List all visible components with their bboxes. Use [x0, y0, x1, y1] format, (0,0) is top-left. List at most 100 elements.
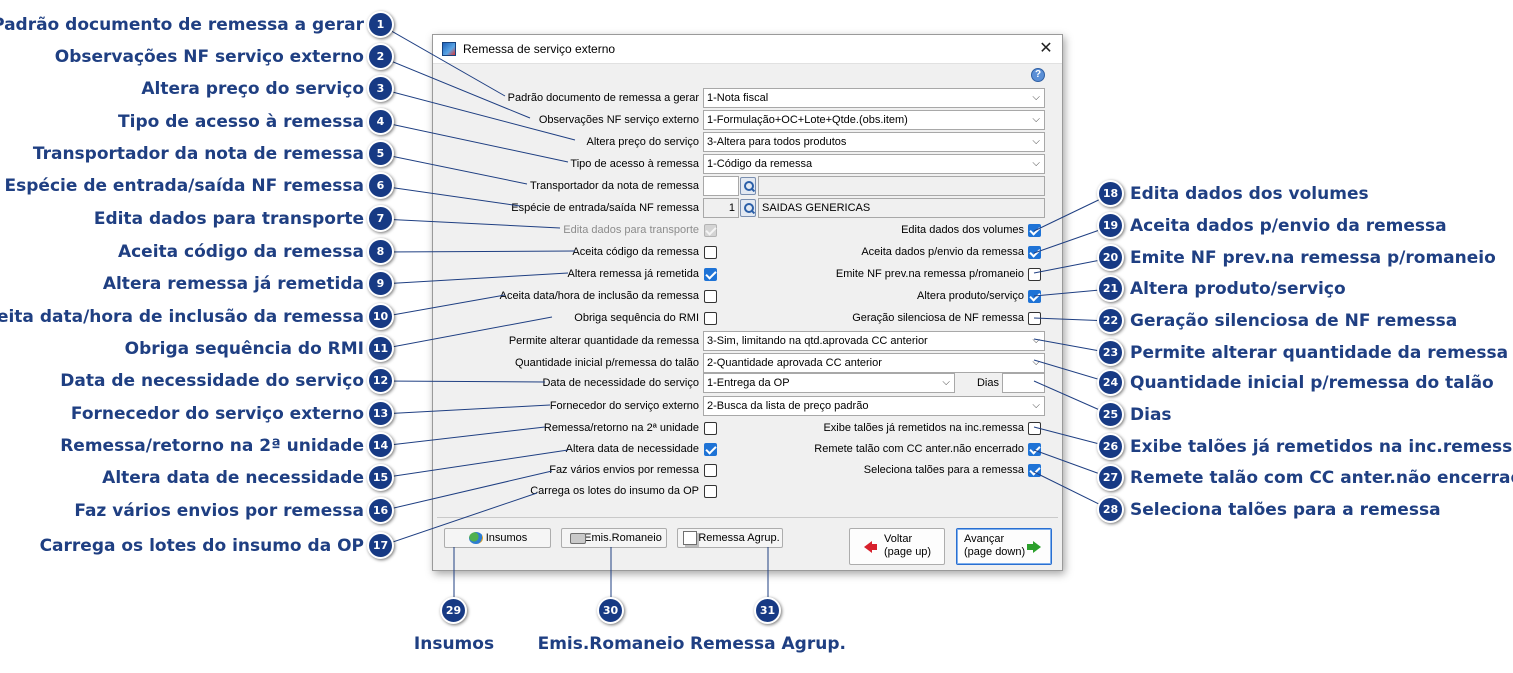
callout-badge-2: 2	[367, 43, 394, 70]
callout-badge-17: 17	[367, 532, 394, 559]
fornecedor-select[interactable]: 2-Busca da lista de preço padrão ⌵	[703, 396, 1045, 416]
callout-label-17: Carrega os lotes do insumo da OP	[39, 536, 364, 556]
checkbox-aceita-data-hora-de-inclusao-da-remessa[interactable]	[704, 290, 717, 303]
callout-label-7: Edita dados para transporte	[93, 209, 364, 229]
close-icon[interactable]: ✕	[1039, 40, 1053, 57]
chevron-down-icon: ⌵	[942, 377, 950, 388]
callout-label-12: Data de necessidade do serviço	[60, 371, 364, 391]
callout-badge-1: 1	[367, 11, 394, 38]
chevron-down-icon: ⌵	[1032, 400, 1040, 411]
checkbox-aceita-dados-p-envio-da-remessa[interactable]	[1028, 246, 1041, 259]
callout-badge-31: 31	[754, 597, 781, 624]
checkbox-altera-remessa-ja-remetida[interactable]	[704, 268, 717, 281]
altera-preco-value: 3-Altera para todos produtos	[707, 136, 847, 148]
checkbox-remessa-retorno-na-2-unidade[interactable]	[704, 422, 717, 435]
permite-alterar-qtd-select[interactable]: 3-Sim, limitando na qtd.aprovada CC ante…	[703, 331, 1045, 351]
dialog-window: Remessa de serviço externo ✕ ? Padrão do…	[432, 34, 1063, 571]
checkbox-exibe-taloes-ja-remetidos-na-inc-remessa[interactable]	[1028, 422, 1041, 435]
check-label-remete-talao-com-cc-anter-nao-encerrado: Remete talão com CC anter.não encerrado	[814, 443, 1024, 455]
check-label-carrega-os-lotes-do-insumo-da-op: Carrega os lotes do insumo da OP	[530, 485, 699, 497]
lookup-icon[interactable]	[740, 177, 756, 195]
tipo-acesso-select[interactable]: 1-Código da remessa⌵	[703, 154, 1045, 174]
avancar-shortcut: (page down)	[964, 546, 1026, 558]
especie-code-input[interactable]: 1	[703, 198, 739, 218]
checkbox-seleciona-taloes-para-a-remessa[interactable]	[1028, 464, 1041, 477]
callout-label-28: Seleciona talões para a remessa	[1130, 500, 1441, 520]
checkbox-aceita-codigo-da-remessa[interactable]	[704, 246, 717, 259]
callout-label-23: Permite alterar quantidade da remessa	[1130, 343, 1509, 363]
qtd-inicial-label: Quantidade inicial p/remessa do talão	[514, 357, 699, 369]
callout-label-18: Edita dados dos volumes	[1130, 184, 1369, 204]
callout-label-21: Altera produto/serviço	[1130, 279, 1346, 299]
voltar-button[interactable]: Voltar (page up)	[849, 528, 945, 565]
callout-badge-7: 7	[367, 205, 394, 232]
checkbox-altera-data-de-necessidade[interactable]	[704, 443, 717, 456]
checkbox-altera-produto-servico[interactable]	[1028, 290, 1041, 303]
chevron-down-icon: ⌵	[1032, 114, 1040, 125]
insumos-label: Insumos	[485, 532, 528, 544]
especie-label: Espécie de entrada/saída NF remessa	[511, 202, 699, 214]
callout-label-3: Altera preço do serviço	[141, 79, 364, 99]
emis-romaneio-button[interactable]: Emis.Romaneio	[561, 528, 667, 548]
obs-nf-select[interactable]: 1-Formulação+OC+Lote+Qtde.(obs.item)⌵	[703, 110, 1045, 130]
callout-badge-16: 16	[367, 497, 394, 524]
callout-badge-29: 29	[440, 597, 467, 624]
permite-alterar-qtd-label: Permite alterar quantidade da remessa	[508, 335, 699, 347]
dias-label: Dias	[976, 377, 999, 389]
callout-badge-26: 26	[1097, 433, 1124, 460]
check-label-faz-varios-envios-por-remessa: Faz vários envios por remessa	[549, 464, 699, 476]
checkbox-obriga-sequencia-do-rmi[interactable]	[704, 312, 717, 325]
data-necessidade-value: 1-Entrega da OP	[707, 377, 790, 389]
checkbox-emite-nf-prev-na-remessa-p-romaneio[interactable]	[1028, 268, 1041, 281]
transportador-label: Transportador da nota de remessa	[530, 180, 699, 192]
voltar-shortcut: (page up)	[884, 546, 932, 558]
lookup-icon[interactable]	[740, 199, 756, 217]
callout-label-27: Remete talão com CC anter.não encerrado	[1130, 468, 1513, 488]
title-bar: Remessa de serviço externo ✕	[433, 35, 1062, 64]
callout-badge-25: 25	[1097, 401, 1124, 428]
check-label-aceita-dados-p-envio-da-remessa: Aceita dados p/envio da remessa	[861, 246, 1024, 258]
callout-badge-30: 30	[597, 597, 624, 624]
callout-label-8: Aceita código da remessa	[117, 242, 364, 262]
transportador-code-input[interactable]	[703, 176, 739, 196]
checkbox-carrega-os-lotes-do-insumo-da-op[interactable]	[704, 485, 717, 498]
fornecedor-value: 2-Busca da lista de preço padrão	[707, 400, 869, 412]
divider	[437, 517, 1058, 518]
callout-label-1: Padrão documento de remessa a gerar	[0, 15, 364, 35]
callout-label-31: Remessa Agrup.	[690, 634, 846, 654]
callout-label-24: Quantidade inicial p/remessa do talão	[1130, 373, 1494, 393]
data-necessidade-select[interactable]: 1-Entrega da OP ⌵	[703, 373, 955, 393]
callout-badge-22: 22	[1097, 307, 1124, 334]
window-title: Remessa de serviço externo	[463, 42, 616, 56]
checkbox-faz-varios-envios-por-remessa[interactable]	[704, 464, 717, 477]
check-label-altera-data-de-necessidade: Altera data de necessidade	[565, 443, 699, 455]
callout-label-2: Observações NF serviço externo	[54, 47, 364, 67]
avancar-button[interactable]: Avançar (page down)	[956, 528, 1052, 565]
callout-label-19: Aceita dados p/envio da remessa	[1130, 216, 1447, 236]
dias-input[interactable]	[1002, 373, 1045, 393]
callout-label-13: Fornecedor do serviço externo	[70, 404, 364, 424]
checkbox-remete-talao-com-cc-anter-nao-encerrado[interactable]	[1028, 443, 1041, 456]
callout-label-30: Emis.Romaneio	[537, 634, 685, 654]
qtd-inicial-select[interactable]: 2-Quantidade aprovada CC anterior⌵	[703, 353, 1045, 373]
tipo-acesso-value: 1-Código da remessa	[707, 158, 813, 170]
callout-label-5: Transportador da nota de remessa	[32, 144, 364, 164]
callout-badge-14: 14	[367, 432, 394, 459]
callout-badge-13: 13	[367, 400, 394, 427]
insumos-button[interactable]: Insumos	[444, 528, 551, 548]
callout-badge-19: 19	[1097, 212, 1124, 239]
callout-label-6: Espécie de entrada/saída NF remessa	[4, 176, 364, 196]
check-label-aceita-data-hora-de-inclusao-da-remessa: Aceita data/hora de inclusão da remessa	[499, 290, 699, 302]
voltar-label: Voltar	[884, 533, 913, 545]
fornecedor-label: Fornecedor do serviço externo	[549, 400, 699, 412]
remessa-agrup-button[interactable]: Remessa Agrup.	[677, 528, 783, 548]
obs-nf-label: Observações NF serviço externo	[538, 114, 699, 126]
callout-label-26: Exibe talões já remetidos na inc.remessa	[1130, 437, 1513, 457]
check-label-emite-nf-prev-na-remessa-p-romaneio: Emite NF prev.na remessa p/romaneio	[835, 268, 1024, 280]
help-icon[interactable]: ?	[1031, 68, 1045, 82]
padrao-doc-select[interactable]: 1-Nota fiscal⌵	[703, 88, 1045, 108]
checkbox-edita-dados-dos-volumes[interactable]	[1028, 224, 1041, 237]
checkbox-geracao-silenciosa-de-nf-remessa[interactable]	[1028, 312, 1041, 325]
altera-preco-select[interactable]: 3-Altera para todos produtos⌵	[703, 132, 1045, 152]
insumos-icon	[469, 532, 483, 544]
